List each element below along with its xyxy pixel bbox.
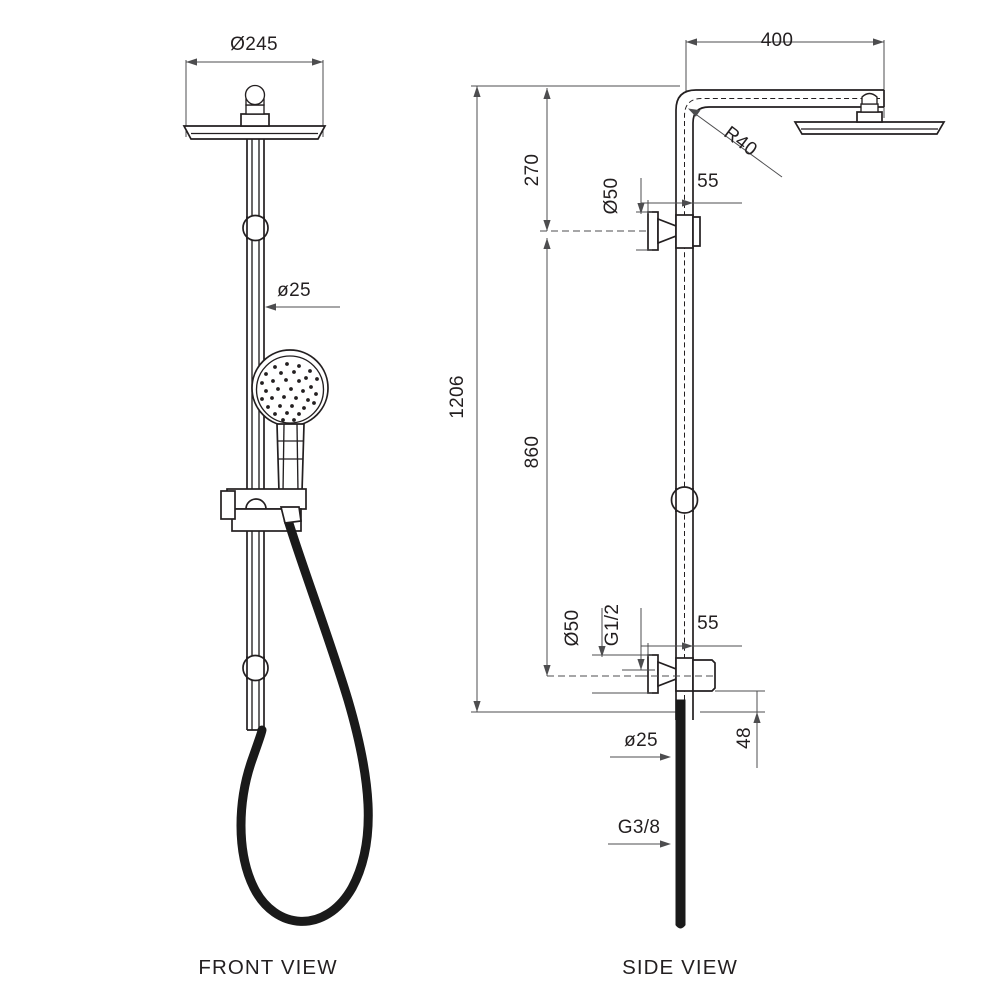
side-view-group xyxy=(471,38,946,929)
dim-label-side-bottom-projection: 55 xyxy=(697,613,719,634)
dim-side-hose-thread xyxy=(608,840,671,848)
front-handheld-handle xyxy=(276,423,305,493)
front-lower-riser-rail xyxy=(246,531,265,731)
dim-label-side-bottom-plate-diameter: Ø50 xyxy=(562,610,583,647)
dim-side-bottom-offset xyxy=(700,690,765,768)
dim-label-side-inlet-height: 860 xyxy=(522,436,543,469)
front-riser-rail xyxy=(246,139,265,500)
side-hose-tail xyxy=(675,699,686,929)
view-label-layer: FRONT VIEW SIDE VIEW xyxy=(198,956,738,979)
dim-side-overall-height xyxy=(471,85,680,713)
front-hose-collar xyxy=(279,506,302,524)
dim-side-bottom-thread xyxy=(622,608,655,671)
dim-label-side-top-outlet: 270 xyxy=(522,154,543,187)
dim-label-side-top-plate-diameter: Ø50 xyxy=(601,178,622,215)
dim-side-bottom-projection xyxy=(641,642,742,657)
front-flexible-hose xyxy=(236,515,373,926)
dim-side-bend-radius xyxy=(688,108,783,178)
dim-side-lower-rail-diameter xyxy=(610,753,671,761)
dimension-text-layer: Ø245 ø25 400 R40 270 Ø50 55 1206 860 Ø50… xyxy=(230,30,793,838)
dim-side-top-plate-diameter xyxy=(636,178,652,251)
dim-side-top-outlet xyxy=(543,88,551,231)
front-overhead-shower-head xyxy=(182,125,327,140)
front-view-group xyxy=(182,58,373,926)
dim-label-side-hose-thread: G3/8 xyxy=(618,817,660,838)
dim-label-side-bottom-thread: G1/2 xyxy=(602,604,623,646)
dim-front-head-diameter xyxy=(185,58,324,137)
side-upper-wall-connector xyxy=(647,211,701,251)
dim-label-side-bottom-offset: 48 xyxy=(734,727,755,749)
side-lower-wall-inlet xyxy=(640,654,716,694)
dim-side-bottom-plate-diameter xyxy=(592,608,652,694)
dim-label-front-rail-diameter: ø25 xyxy=(277,280,311,301)
dim-side-top-projection xyxy=(641,199,742,214)
dim-label-side-bend-radius: R40 xyxy=(720,122,761,160)
view-label-front: FRONT VIEW xyxy=(198,956,337,979)
dim-label-front-head-diameter: Ø245 xyxy=(230,34,278,55)
front-handheld-spray-holes xyxy=(260,362,319,422)
front-handheld-shower-head xyxy=(251,349,329,427)
front-upper-rail-collar xyxy=(242,214,269,242)
dim-front-rail-diameter xyxy=(265,303,340,311)
dim-label-side-arm-projection: 400 xyxy=(761,30,794,51)
side-mid-rail-collar xyxy=(670,486,699,514)
side-overhead-shower-head xyxy=(793,92,946,135)
dim-label-side-overall-height: 1206 xyxy=(447,375,468,418)
front-ball-joint-connector xyxy=(240,84,270,127)
dim-label-side-top-projection: 55 xyxy=(697,171,719,192)
dim-label-side-lower-rail-diameter: ø25 xyxy=(624,730,658,751)
front-lower-rail-collar xyxy=(242,654,269,682)
view-label-side: SIDE VIEW xyxy=(622,956,738,979)
